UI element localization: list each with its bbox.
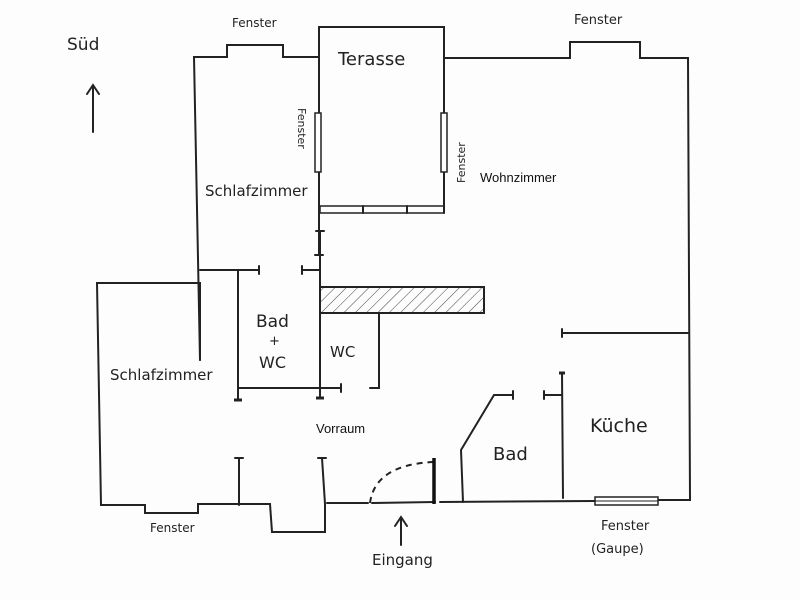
room-living: Wohnzimmer (480, 170, 557, 185)
window-terrace-right (440, 112, 448, 173)
room-wc: WC (330, 343, 355, 361)
north-arrow-icon (86, 83, 100, 133)
window-note-dormer: (Gaupe) (591, 542, 644, 557)
hatched-counter (319, 286, 485, 314)
room-kitchen: Küche (590, 415, 648, 437)
room-bath-wc-plus: + (269, 334, 280, 349)
window-label-top-left: Fenster (232, 16, 277, 30)
window-label-bottom-left: Fenster (150, 521, 195, 535)
window-label-bottom-right: Fenster (601, 519, 650, 534)
room-bedroom-left: Schlafzimmer (110, 366, 213, 384)
window-terrace-left (314, 112, 322, 173)
entrance-label: Eingang (372, 551, 433, 569)
window-label-top-right: Fenster (574, 13, 623, 28)
room-bath-wc-wc: WC (259, 353, 286, 372)
entrance-arrow-icon (394, 515, 408, 546)
compass-label: Süd (67, 35, 99, 55)
room-terrace: Terasse (337, 49, 405, 70)
window-label-terrace-right: Fenster (455, 142, 468, 183)
room-bedroom-top: Schlafzimmer (205, 182, 308, 200)
window-label-terrace-left: Fenster (295, 108, 308, 149)
room-bath-wc: Bad (256, 312, 289, 332)
room-hallway: Vorraum (316, 421, 365, 436)
room-bath: Bad (493, 444, 528, 465)
walls (95, 26, 692, 533)
entrance-door[interactable] (369, 458, 436, 504)
